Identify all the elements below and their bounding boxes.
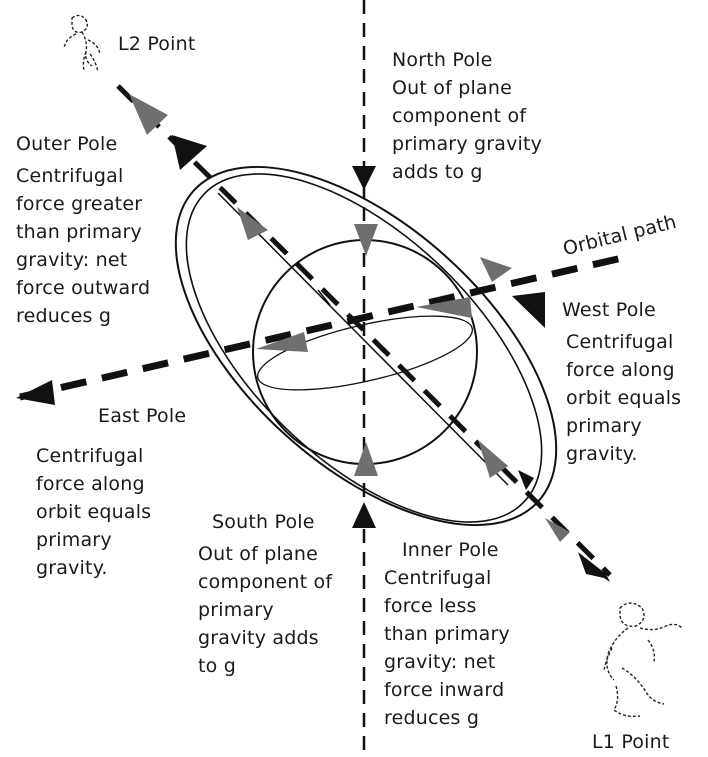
- north-pole-line-3: primary gravity: [392, 130, 542, 158]
- south-pole-black-arrow: [352, 502, 376, 528]
- inner-pole-line-6: reduces g: [384, 704, 510, 732]
- l2-gray-arrow: [129, 94, 168, 135]
- west-pole-line-3: orbit equals: [566, 384, 681, 412]
- east-pole-line-5: gravity.: [36, 554, 186, 582]
- inner-pole-line-4: gravity: net: [384, 648, 510, 676]
- inner-pole-line-5: force inward: [384, 676, 510, 704]
- south-pole-title: South Pole: [212, 508, 332, 536]
- south-pole-line-3: primary: [198, 596, 332, 624]
- west-pole-title: West Pole: [562, 296, 681, 324]
- outer-pole-line-1: Centrifugal: [16, 162, 150, 190]
- orbital-gray-arrow: [480, 257, 512, 282]
- west-pole-line-5: gravity.: [566, 440, 681, 468]
- l2-astronaut-icon: [64, 15, 100, 72]
- north-pole-line-4: adds to g: [392, 158, 542, 186]
- inner-pole-title: Inner Pole: [402, 536, 510, 564]
- east-pole-line-4: primary: [36, 526, 186, 554]
- north-pole-black-arrow: [352, 166, 376, 190]
- north-pole-title: North Pole: [392, 46, 542, 74]
- outer-gray-arrow: [237, 207, 268, 240]
- west-pole-text: West Pole Centrifugal force along orbit …: [562, 296, 681, 468]
- outer-pole-line-6: reduces g: [16, 302, 150, 330]
- south-pole-line-4: gravity adds: [198, 624, 332, 652]
- inner-pole-text: Inner Pole Centrifugal force less than p…: [384, 536, 510, 732]
- inner-black-arrow: [518, 470, 534, 490]
- outer-pole-line-5: force outward: [16, 274, 150, 302]
- outer-pole-line-3: than primary: [16, 218, 150, 246]
- south-pole-line-1: Out of plane: [198, 540, 332, 568]
- outer-pole-text: Outer Pole Centrifugal force greater tha…: [16, 130, 150, 330]
- north-pole-line-1: Out of plane: [392, 74, 542, 102]
- outer-pole-line-2: force greater: [16, 190, 150, 218]
- east-pole-text: East Pole Centrifugal force along orbit …: [36, 402, 186, 582]
- l2-point-label: L2 Point: [118, 30, 196, 58]
- west-pole-black-arrow: [512, 292, 545, 328]
- east-pole-title: East Pole: [98, 402, 186, 430]
- east-pole-line-3: orbit equals: [36, 498, 186, 526]
- south-pole-line-2: component of: [198, 568, 332, 596]
- outer-pole-title: Outer Pole: [16, 130, 150, 158]
- west-pole-line-2: force along: [566, 356, 681, 384]
- inner-pole-line-3: than primary: [384, 620, 510, 648]
- south-pole-line-5: to g: [198, 652, 332, 680]
- north-pole-line-2: component of: [392, 102, 542, 130]
- outer-pole-black-arrow: [172, 135, 207, 170]
- east-pole-line-2: force along: [36, 470, 186, 498]
- west-pole-line-4: primary: [566, 412, 681, 440]
- east-pole-line-1: Centrifugal: [36, 442, 186, 470]
- inner-pole-line-2: force less: [384, 592, 510, 620]
- south-gray-arrow: [354, 442, 378, 476]
- inner-pole-line-1: Centrifugal: [384, 564, 510, 592]
- l1-point-label: L1 Point: [592, 728, 670, 756]
- north-pole-text: North Pole Out of plane component of pri…: [392, 46, 542, 186]
- west-pole-line-1: Centrifugal: [566, 328, 681, 356]
- l1-astronaut-icon: [604, 603, 682, 716]
- south-pole-text: South Pole Out of plane component of pri…: [198, 508, 332, 680]
- outer-pole-line-4: gravity: net: [16, 246, 150, 274]
